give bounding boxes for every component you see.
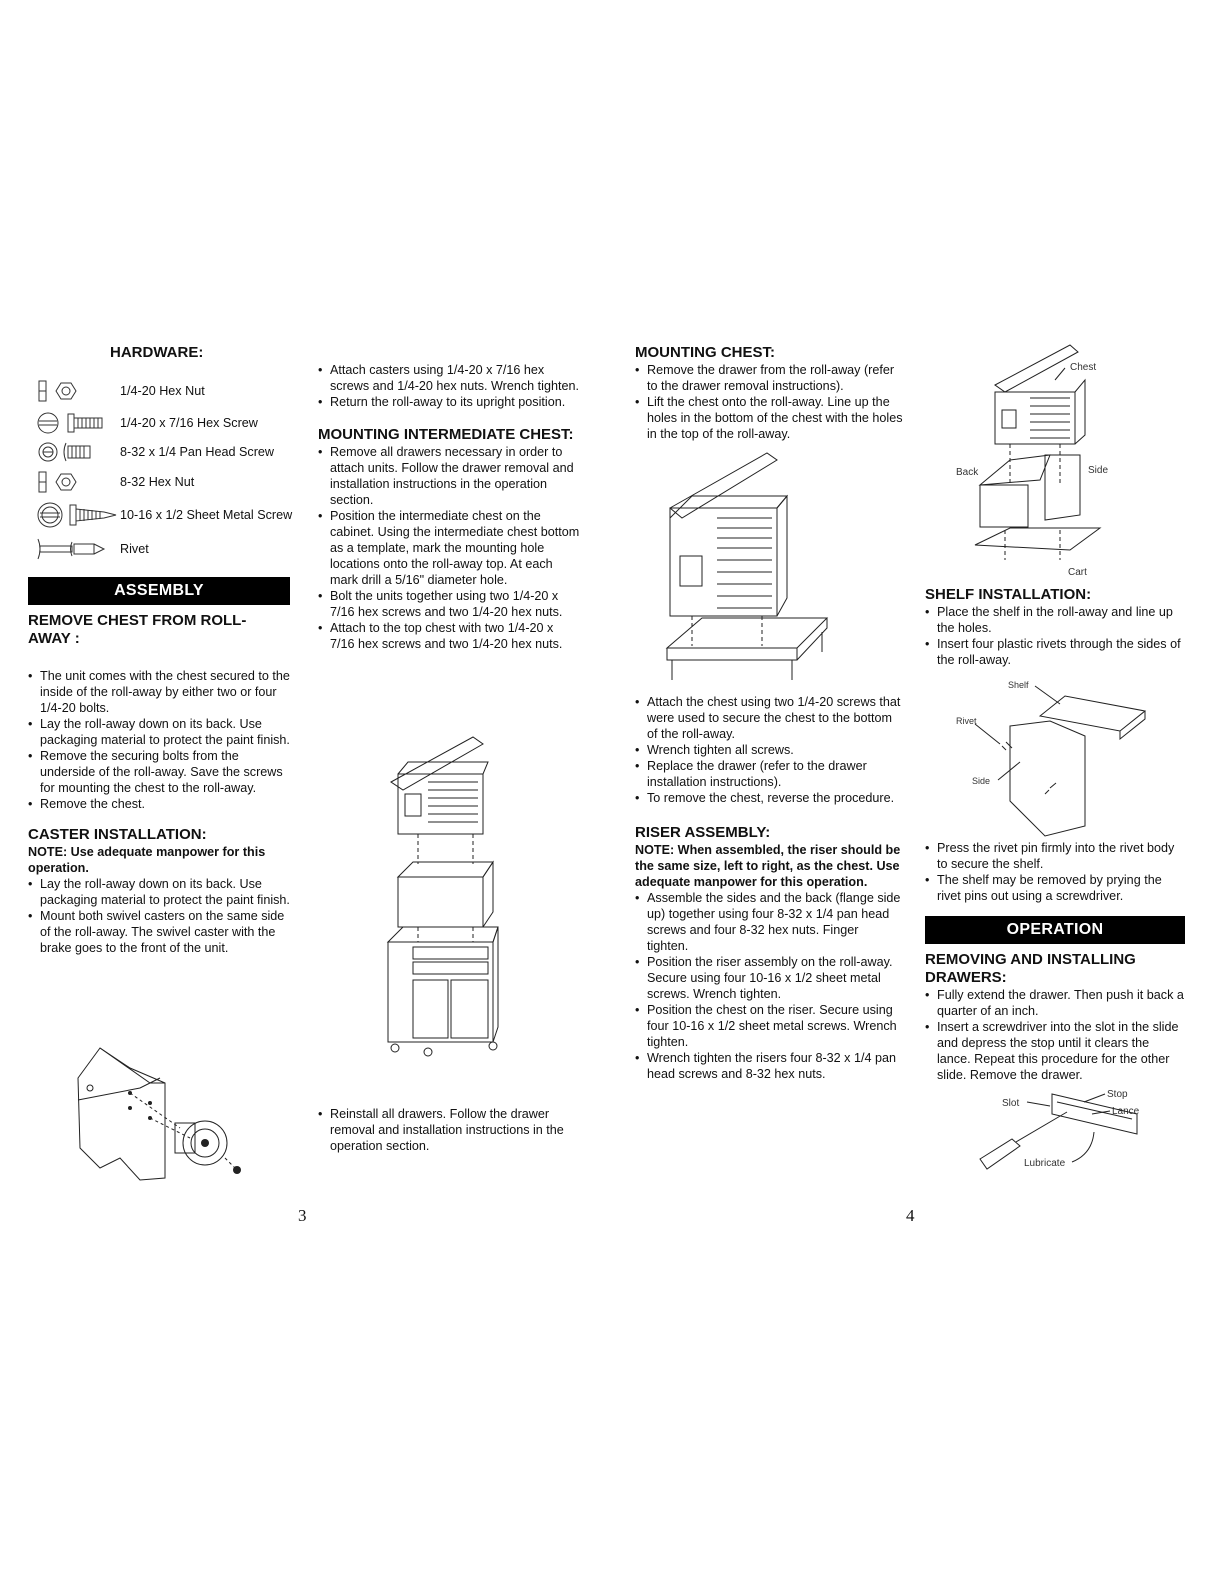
lubricate-label: Lubricate xyxy=(1024,1158,1066,1169)
list-item: Lay the roll-away down on its back. Use … xyxy=(28,716,290,748)
chest-label: Chest xyxy=(1070,362,1096,373)
mounting-chest-title: MOUNTING CHEST: xyxy=(635,344,775,361)
list-item: Press the rivet pin firmly into the rive… xyxy=(925,840,1187,872)
list-item: Insert four plastic rivets through the s… xyxy=(925,636,1187,668)
hardware-item: 1/4-20 x 7/16 Hex Screw xyxy=(30,410,292,436)
list-item: Position the intermediate chest on the c… xyxy=(318,508,580,588)
list-item: Return the roll-away to its upright posi… xyxy=(318,394,580,410)
page-number: 4 xyxy=(906,1206,915,1225)
pan-head-screw-icon xyxy=(38,442,91,462)
caster-title: CASTER INSTALLATION: xyxy=(28,826,207,843)
rivet-label: Rivet xyxy=(956,716,977,726)
list-item: The unit comes with the chest secured to… xyxy=(28,668,290,716)
column-2-bottom: Reinstall all drawers. Follow the drawer… xyxy=(318,1106,588,1154)
reinstall-list: Reinstall all drawers. Follow the drawer… xyxy=(318,1106,588,1154)
hardware-label: 10-16 x 1/2 Sheet Metal Screw xyxy=(120,508,293,522)
list-item: Place the shelf in the roll-away and lin… xyxy=(925,604,1187,636)
list-item: Lift the chest onto the roll-away. Line … xyxy=(635,394,903,442)
remove-chest-title: REMOVE CHEST FROM ROLL-AWAY : xyxy=(28,612,247,647)
list-item: Assemble the sides and the back (flange … xyxy=(635,890,903,954)
list-item: Mount both swivel casters on the same si… xyxy=(28,908,290,956)
back-label: Back xyxy=(956,467,979,478)
list-item: Insert a screwdriver into the slot in th… xyxy=(925,1019,1185,1083)
side-label: Side xyxy=(1088,465,1108,476)
intermediate-chest-figure xyxy=(386,736,499,1057)
hardware-label: Rivet xyxy=(120,542,149,556)
riser-list: Assemble the sides and the back (flange … xyxy=(635,890,903,1082)
hardware-label: 8-32 x 1/4 Pan Head Screw xyxy=(120,445,275,459)
shelf-label: Shelf xyxy=(1008,680,1029,690)
rivet-icon xyxy=(37,538,106,560)
hardware-label: 1/4-20 Hex Nut xyxy=(120,384,205,398)
hardware-section: HARDWARE: 1/4-20 Hex Nut 1/4-20 x 7/16 H… xyxy=(30,344,292,606)
shelf-list: Place the shelf in the roll-away and lin… xyxy=(925,604,1187,668)
caster-list: Lay the roll-away down on its back. Use … xyxy=(28,876,290,956)
mounting-chest-list: Remove the drawer from the roll-away (re… xyxy=(635,362,903,442)
hex-nut-icon xyxy=(38,471,77,493)
removing-drawers-title: REMOVING AND INSTALLING DRAWERS: xyxy=(925,951,1136,986)
mounting-chest-figure xyxy=(665,452,829,680)
riser-assembly-figure: Chest Back Side Cart xyxy=(956,344,1108,578)
assembly-section: ASSEMBLY REMOVE CHEST FROM ROLL-AWAY : T… xyxy=(28,577,290,956)
list-item: Position the riser assembly on the roll-… xyxy=(635,954,903,1002)
drawer-slide-figure: Slot Stop Lance Lubricate xyxy=(979,1089,1140,1170)
riser-title: RISER ASSEMBLY: xyxy=(635,824,771,841)
caster-note: NOTE: Use adequate manpower for this ope… xyxy=(28,845,266,875)
list-item: Reinstall all drawers. Follow the drawer… xyxy=(318,1106,588,1154)
list-item: Remove the chest. xyxy=(28,796,290,812)
mounting-chest-list-2: Attach the chest using two 1/4-20 screws… xyxy=(635,694,903,806)
hardware-label: 8-32 Hex Nut xyxy=(120,475,195,489)
hardware-item: 8-32 x 1/4 Pan Head Screw xyxy=(30,439,292,465)
caster-continued-list: Attach casters using 1/4-20 x 7/16 hex s… xyxy=(318,362,580,410)
list-item: Attach to the top chest with two 1/4-20 … xyxy=(318,620,580,652)
stop-label: Stop xyxy=(1107,1089,1128,1100)
column-2: Attach casters using 1/4-20 x 7/16 hex s… xyxy=(318,362,580,652)
list-item: Attach casters using 1/4-20 x 7/16 hex s… xyxy=(318,362,580,394)
list-item: Wrench tighten the risers four 8-32 x 1/… xyxy=(635,1050,903,1082)
cart-label: Cart xyxy=(1068,567,1087,578)
caster-installation-figure xyxy=(77,1047,241,1181)
shelf-section: SHELF INSTALLATION: Place the shelf in t… xyxy=(925,586,1187,668)
shelf-lower: Press the rivet pin firmly into the rive… xyxy=(925,840,1187,904)
riser-note: NOTE: When assembled, the riser should b… xyxy=(635,843,901,889)
page-number: 3 xyxy=(298,1206,307,1225)
hex-nut-icon xyxy=(38,380,77,402)
hardware-item: 8-32 Hex Nut xyxy=(30,469,292,495)
side-label: Side xyxy=(972,776,990,786)
hardware-title: HARDWARE: xyxy=(110,344,204,361)
list-item: Remove the securing bolts from the under… xyxy=(28,748,290,796)
hardware-item: 1/4-20 Hex Nut xyxy=(30,378,292,404)
list-item: Attach the chest using two 1/4-20 screws… xyxy=(635,694,903,742)
operation-section: OPERATION REMOVING AND INSTALLING DRAWER… xyxy=(925,916,1185,1083)
mounting-intermediate-title: MOUNTING INTERMEDIATE CHEST: xyxy=(318,426,574,443)
hex-screw-icon xyxy=(37,412,103,434)
shelf-installation-figure: Shelf Rivet Side xyxy=(956,680,1147,837)
list-item: Position the chest on the riser. Secure … xyxy=(635,1002,903,1050)
list-item: Wrench tighten all screws. xyxy=(635,742,903,758)
list-item: Lay the roll-away down on its back. Use … xyxy=(28,876,290,908)
hardware-item: Rivet xyxy=(30,536,292,562)
column-3-lower: Attach the chest using two 1/4-20 screws… xyxy=(635,694,903,1082)
hardware-label: 1/4-20 x 7/16 Hex Screw xyxy=(120,416,258,430)
assembly-bar: ASSEMBLY xyxy=(28,577,290,605)
slot-label: Slot xyxy=(1002,1098,1019,1109)
sheet-metal-screw-icon xyxy=(37,502,117,528)
hardware-item: 10-16 x 1/2 Sheet Metal Screw xyxy=(30,502,292,528)
list-item: The shelf may be removed by prying the r… xyxy=(925,872,1187,904)
list-item: Remove all drawers necessary in order to… xyxy=(318,444,580,508)
list-item: Bolt the units together using two 1/4-20… xyxy=(318,588,580,620)
mounting-intermediate-list: Remove all drawers necessary in order to… xyxy=(318,444,580,652)
column-3: MOUNTING CHEST: Remove the drawer from t… xyxy=(635,344,903,442)
operation-bar: OPERATION xyxy=(925,916,1185,944)
shelf-list-2: Press the rivet pin firmly into the rive… xyxy=(925,840,1187,904)
removing-drawers-list: Fully extend the drawer. Then push it ba… xyxy=(925,987,1185,1083)
shelf-title: SHELF INSTALLATION: xyxy=(925,586,1092,603)
list-item: Fully extend the drawer. Then push it ba… xyxy=(925,987,1185,1019)
list-item: Remove the drawer from the roll-away (re… xyxy=(635,362,903,394)
list-item: Replace the drawer (refer to the drawer … xyxy=(635,758,903,790)
remove-chest-list: The unit comes with the chest secured to… xyxy=(28,668,290,812)
list-item: To remove the chest, reverse the procedu… xyxy=(635,790,903,806)
